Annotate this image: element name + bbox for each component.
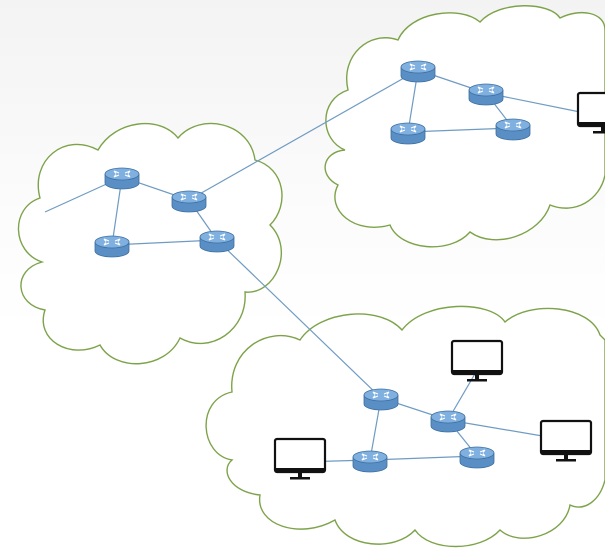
router-icon — [400, 60, 436, 83]
link — [216, 239, 382, 399]
router-icon — [459, 446, 495, 469]
router-icon — [199, 230, 235, 253]
cloud-top-right — [324, 5, 605, 248]
router-icon — [171, 190, 207, 213]
router-icon — [495, 118, 531, 141]
router-icon — [104, 167, 140, 190]
link — [407, 127, 514, 133]
router-icon — [363, 388, 399, 411]
router-icon — [352, 450, 388, 473]
link — [369, 455, 478, 461]
link — [111, 239, 218, 246]
router-icon — [94, 235, 130, 258]
router-icon — [468, 83, 504, 106]
link — [188, 69, 419, 201]
router-icon — [430, 410, 466, 433]
router-icon — [390, 122, 426, 145]
